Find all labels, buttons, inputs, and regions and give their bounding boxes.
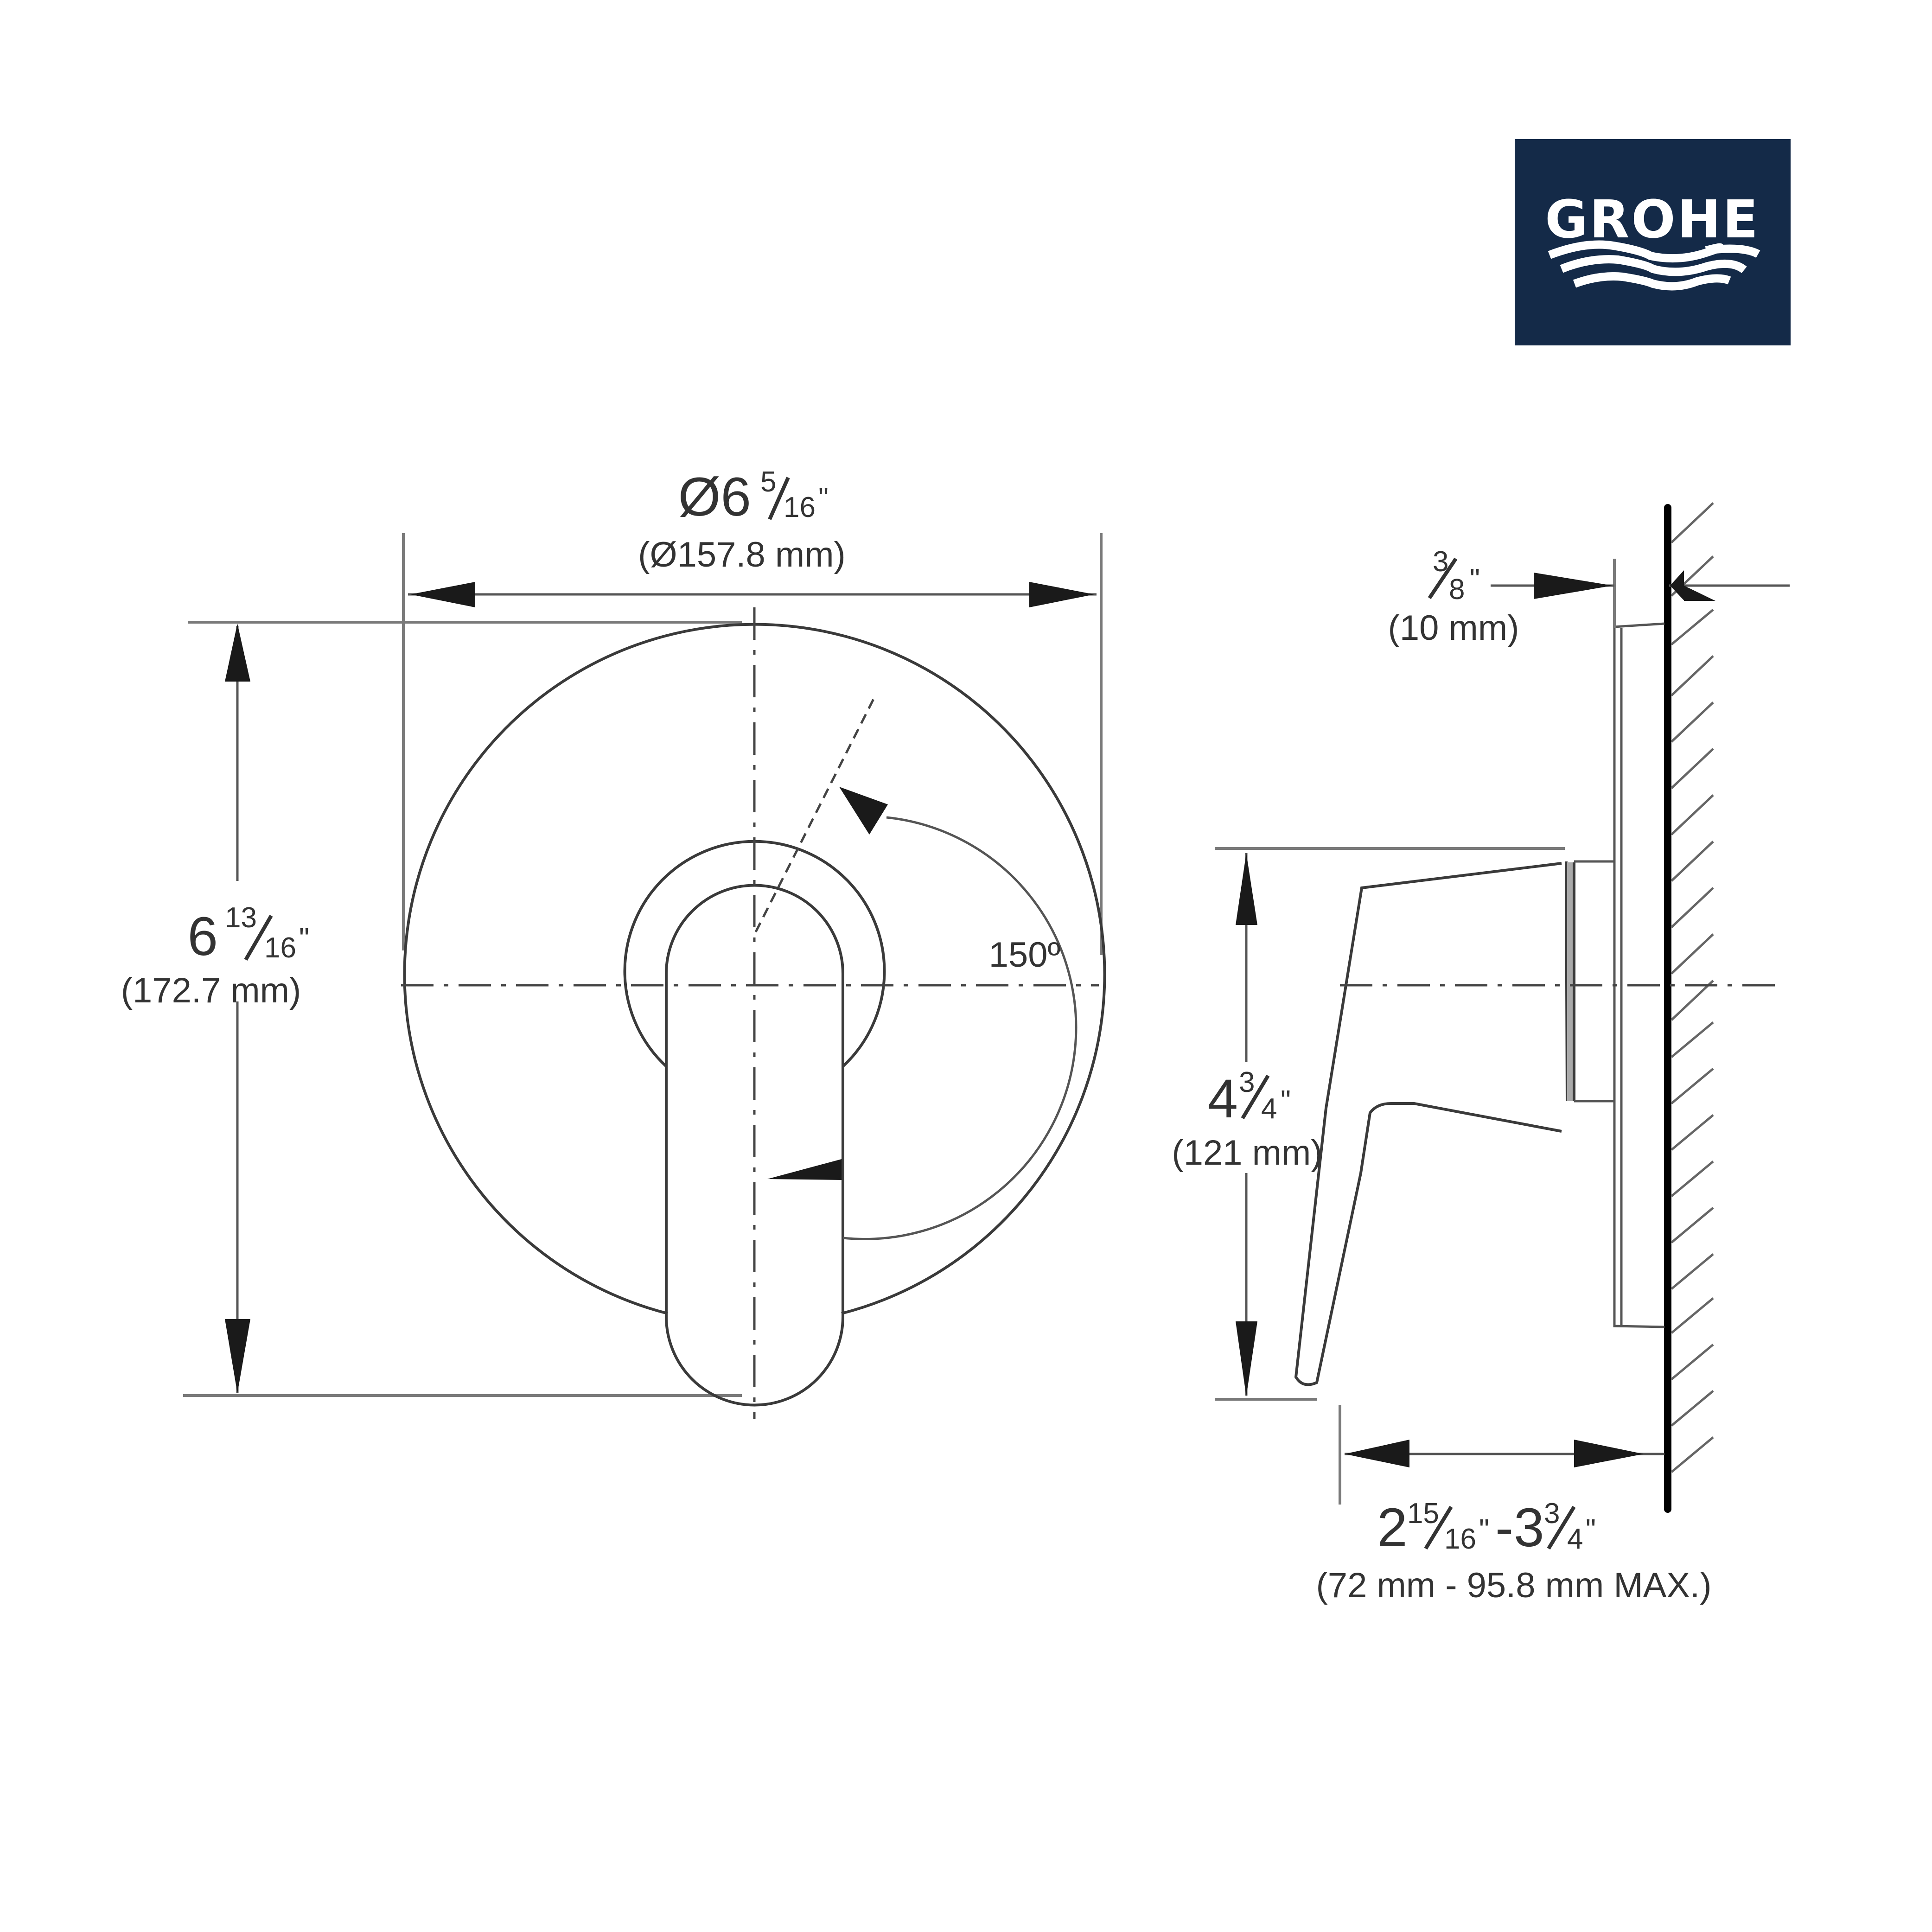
inch-mark: " [299, 923, 309, 955]
height-metric: (172.7 mm) [121, 971, 301, 1010]
svg-text:Ø6: Ø6 [678, 466, 751, 528]
arrow-up-icon [225, 624, 250, 682]
front-view: Ø6 5 16 " (Ø157.8 mm) 6 13 16 " (172.7 m… [121, 466, 1106, 1419]
arrow-left-icon [410, 582, 475, 607]
diameter-denominator: 16 [784, 491, 816, 523]
height-denominator: 16 [264, 932, 296, 964]
fraction-slash [1428, 557, 1458, 599]
projection-separator: - [1495, 1497, 1513, 1558]
projection-min-whole: 2 [1377, 1497, 1408, 1558]
inch-mark: " [1586, 1514, 1596, 1546]
arrow-up-icon [1236, 853, 1257, 925]
diameter-whole: Ø6 [678, 466, 751, 528]
height-whole: 6 [187, 906, 218, 967]
arrow-left-icon [1345, 1440, 1409, 1467]
wall-hatching [1671, 502, 1714, 1473]
arrow-right-icon [1029, 582, 1094, 607]
arrow-left-icon [1670, 571, 1684, 600]
handle-height-whole: 4 [1207, 1068, 1238, 1129]
escutcheon-profile [1613, 628, 1665, 1328]
side-view: 3 8 " (10 mm) 4 3 4 " (121 mm) 2 15 16 "… [1172, 502, 1790, 1605]
inch-mark: " [1479, 1514, 1489, 1546]
handle-hub [1565, 861, 1575, 1102]
arrow-right-icon [1574, 1440, 1644, 1467]
thickness-metric: (10 mm) [1388, 608, 1519, 648]
logo-wordmark: GROHE [1545, 190, 1760, 250]
arrow-down-icon [225, 1319, 250, 1393]
fraction-slash [244, 914, 273, 961]
projection-min-numerator: 15 [1407, 1498, 1439, 1530]
arrow-rotate-icon [839, 787, 888, 835]
projection-min-denominator: 16 [1444, 1523, 1476, 1555]
rotation-reference-line [754, 695, 877, 933]
inch-mark: " [1281, 1085, 1291, 1117]
projection-max-whole: 3 [1514, 1497, 1544, 1558]
inch-mark: " [1470, 563, 1480, 595]
lever-handle [665, 884, 844, 1407]
grohe-logo: GROHE [1515, 139, 1791, 345]
thickness-denominator: 8 [1449, 574, 1465, 606]
rotation-arc [842, 816, 1078, 1240]
handle-height-numerator: 3 [1239, 1066, 1255, 1098]
arrow-rotate-end-icon [767, 1159, 842, 1180]
projection-max-denominator: 4 [1567, 1523, 1583, 1555]
projection-max-numerator: 3 [1544, 1498, 1560, 1530]
arrow-down-icon [1236, 1321, 1257, 1396]
fraction-slash [1424, 1505, 1453, 1550]
handle-height-metric: (121 mm) [1172, 1133, 1322, 1173]
hub-shading [1567, 862, 1573, 1101]
escutcheon-top [1614, 622, 1665, 628]
height-numerator: 13 [225, 902, 257, 934]
inch-mark: " [818, 482, 829, 514]
projection-metric: (72 mm - 95.8 mm MAX.) [1316, 1566, 1712, 1605]
hub-connection [1574, 860, 1613, 1103]
fraction-slash [1547, 1505, 1576, 1550]
fraction-slash [768, 477, 790, 520]
lever-handle-profile [1294, 862, 1562, 1386]
arrow-right-icon [1534, 573, 1613, 599]
rotation-angle-label: 150º [989, 935, 1061, 975]
diameter-numerator: 5 [760, 466, 776, 498]
water-waves-icon [1548, 240, 1760, 291]
handle-height-denominator: 4 [1261, 1093, 1277, 1125]
logo-background [1515, 139, 1791, 345]
diameter-metric: (Ø157.8 mm) [638, 535, 846, 574]
fraction-slash [1241, 1074, 1270, 1120]
